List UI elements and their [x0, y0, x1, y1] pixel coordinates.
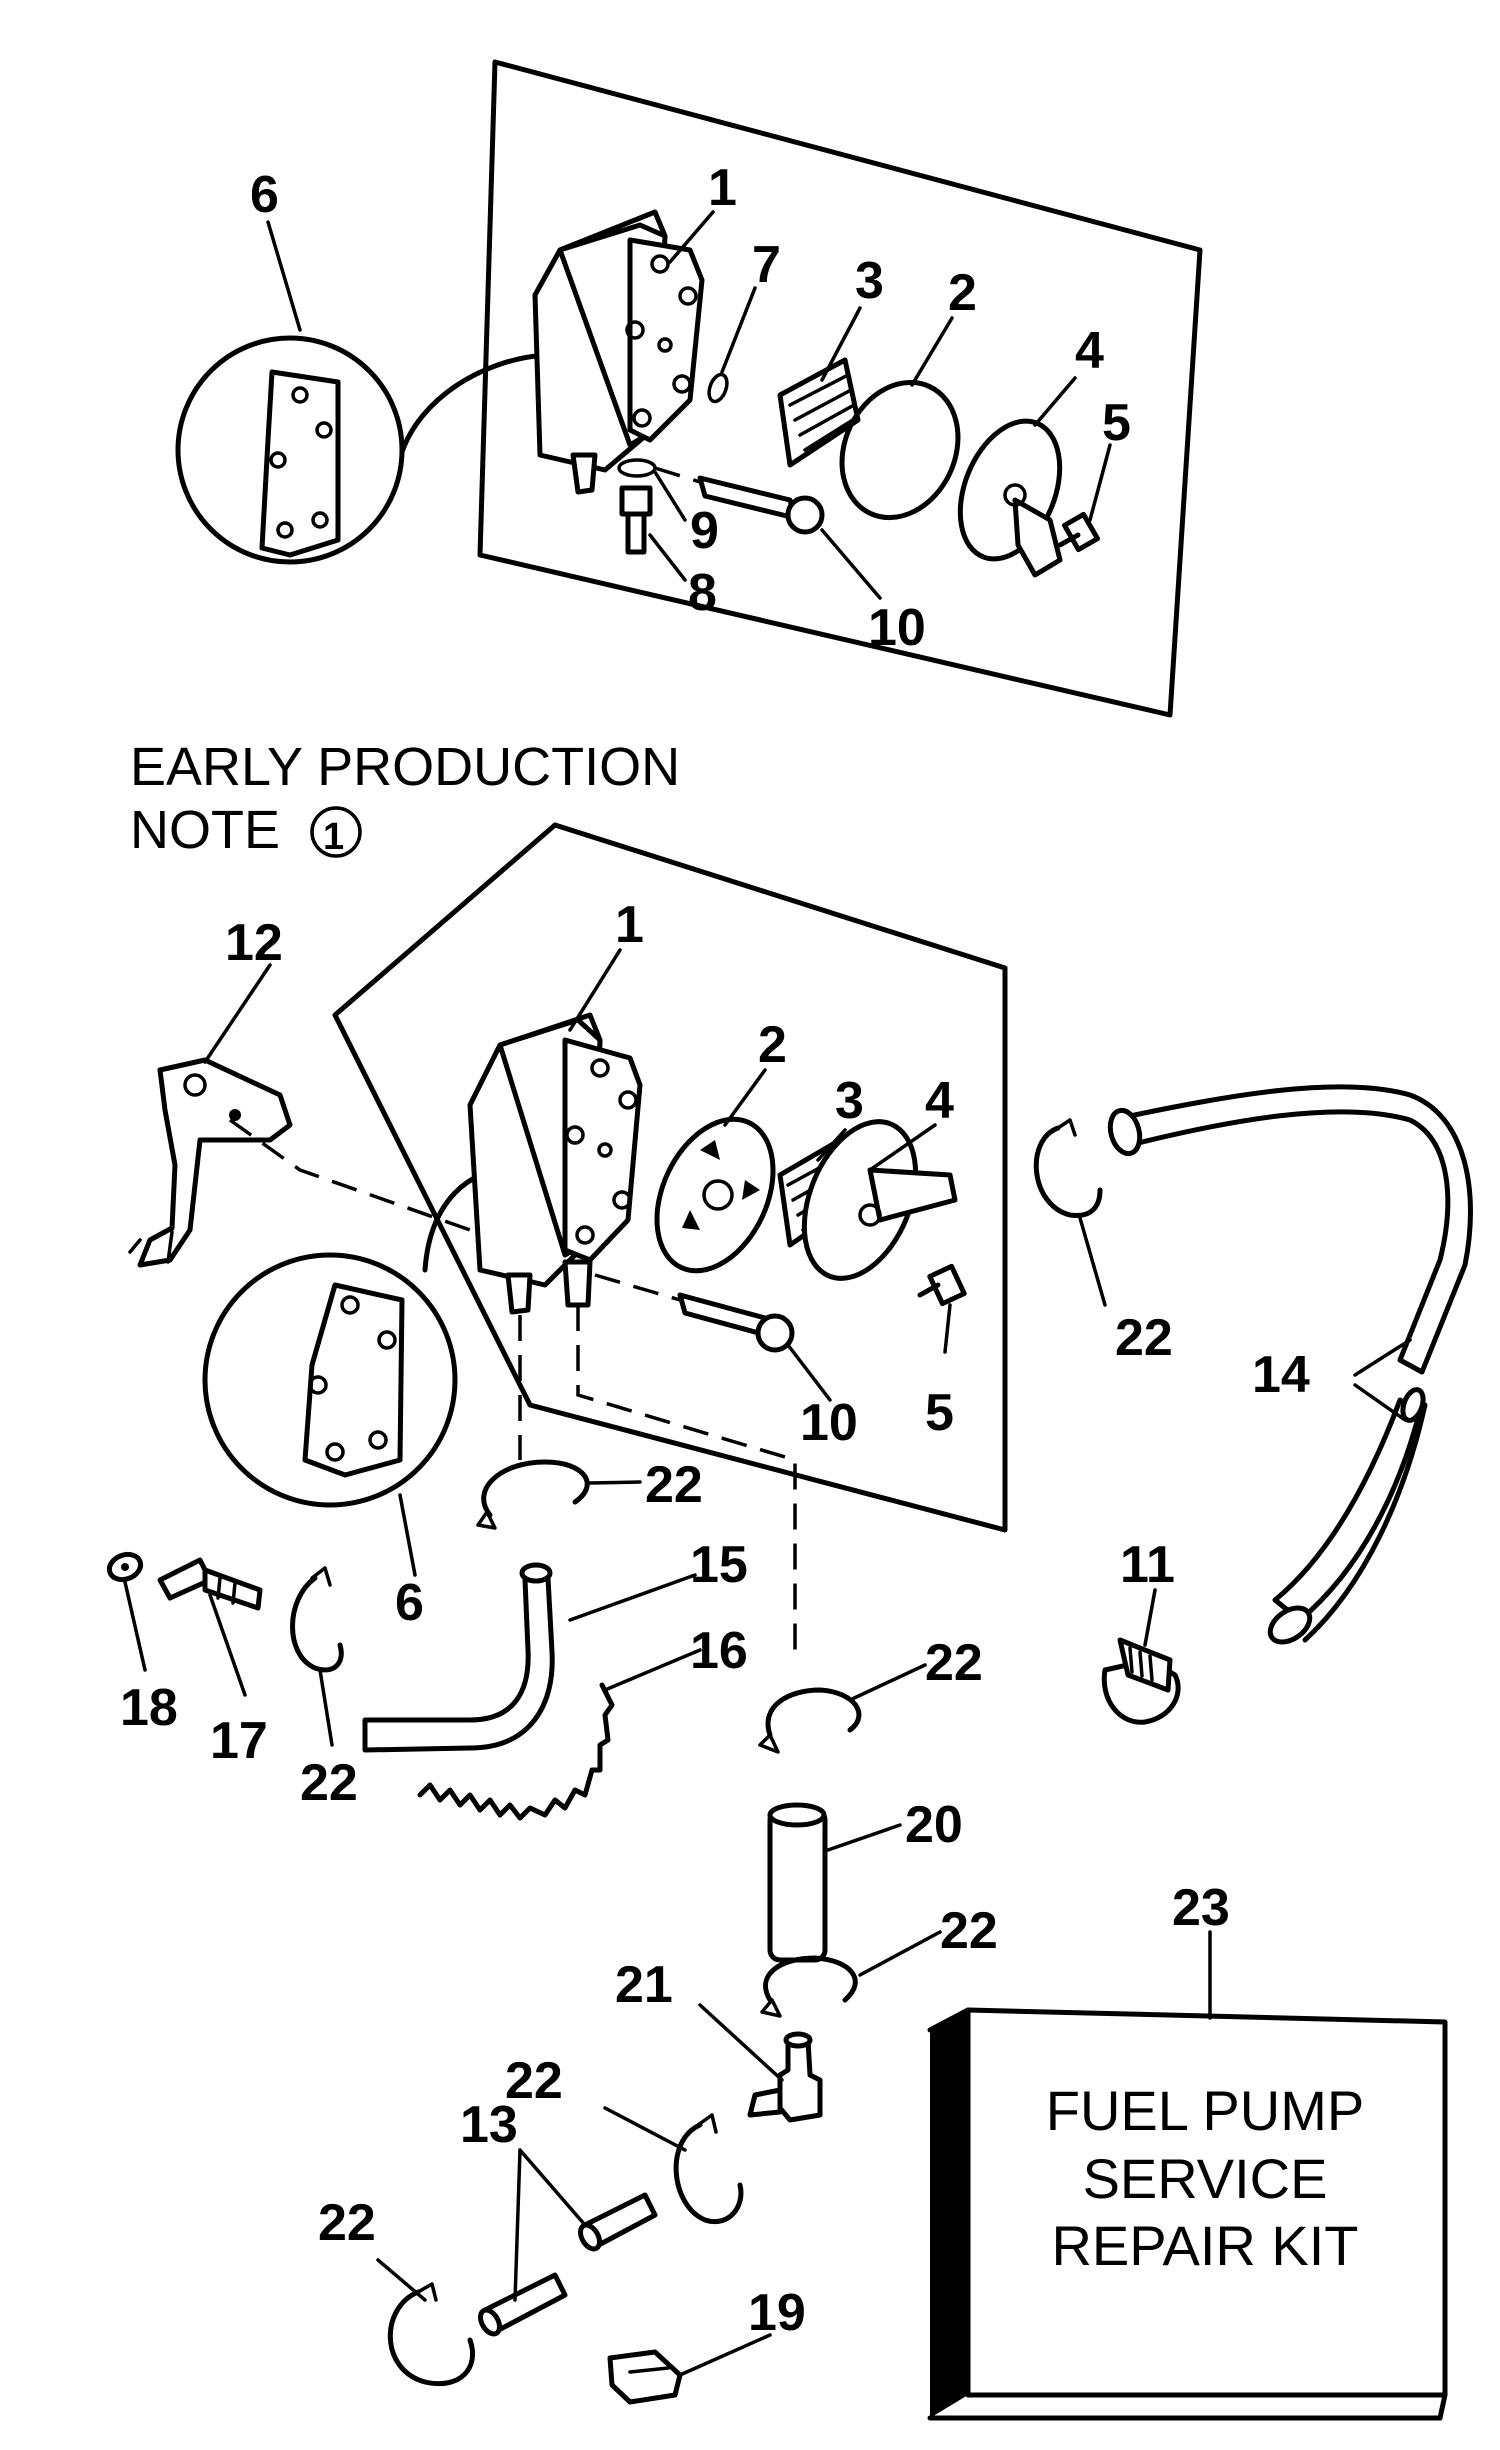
top-label-10: 10	[868, 599, 926, 657]
bottom-label-22-left: 22	[300, 1754, 358, 1812]
top-label-2: 2	[948, 264, 977, 322]
note-line-1: EARLY PRODUCTION	[130, 737, 680, 797]
hoses-13	[478, 2192, 658, 2337]
label-19: 19	[748, 2284, 806, 2342]
kit-line-1: FUEL PUMP	[1046, 2079, 1364, 2142]
label-12: 12	[225, 914, 283, 972]
clip-22-under-tube	[763, 1955, 858, 2003]
elbow-hose-15	[362, 1562, 555, 1753]
label-21: 21	[615, 1956, 673, 2014]
top-fitting-8	[619, 485, 653, 555]
clip-22-left	[290, 1575, 344, 1673]
bracket-12	[128, 1057, 293, 1268]
spring-16	[417, 1682, 615, 1821]
top-washer-9	[617, 458, 657, 478]
label-17: 17	[210, 1712, 268, 1770]
label-16: 16	[690, 1622, 748, 1680]
top-gasket-inset-circle	[175, 335, 405, 565]
kit-line-3: REPAIR KIT	[1051, 2214, 1358, 2277]
clip-19	[607, 2349, 683, 2405]
bottom-label-22-right: 22	[1115, 1309, 1173, 1367]
bottom-label-3: 3	[835, 1072, 864, 1130]
bottom-label-22-lower-right: 22	[505, 2052, 563, 2110]
bottom-plate-2	[654, 1116, 776, 1274]
bottom-screw-5	[917, 1263, 967, 1307]
label-18: 18	[120, 1679, 178, 1737]
bottom-gasket	[302, 1282, 405, 1478]
bottom-label-6: 6	[395, 1574, 424, 1632]
bottom-label-22-bottom-left: 22	[318, 2194, 376, 2252]
bottom-label-5: 5	[925, 1384, 954, 1442]
clip-22-lower-right	[673, 2122, 744, 2225]
hose-clamp-11	[1101, 1637, 1181, 1725]
label-15: 15	[690, 1536, 748, 1594]
bottom-fuel-pump-body	[467, 1012, 643, 1315]
early-production-note: EARLY PRODUCTION NOTE 1	[130, 737, 680, 860]
label-23: 23	[1172, 1879, 1230, 1937]
bottom-label-10: 10	[800, 1394, 858, 1452]
label-14: 14	[1252, 1346, 1310, 1404]
label-11: 11	[1120, 1536, 1175, 1594]
top-label-6: 6	[250, 166, 279, 224]
top-label-5: 5	[1102, 394, 1131, 452]
bottom-label-22-mid-right: 22	[925, 1634, 983, 1692]
top-screen-3	[777, 357, 861, 468]
elbow-fitting-21	[747, 2031, 823, 2123]
label-13: 13	[460, 2096, 518, 2154]
fuel-hose-14	[1107, 1084, 1473, 1645]
top-screw-5	[1057, 511, 1101, 553]
top-label-7: 7	[752, 236, 781, 294]
top-o-ring-2	[839, 379, 961, 521]
bottom-backing-panel	[332, 822, 1008, 1533]
bottom-assembly: FUEL PUMP SERVICE REPAIR KIT 12 1 2	[106, 822, 1473, 2421]
clip-22-bottom-left	[387, 2289, 476, 2387]
top-label-4: 4	[1075, 322, 1104, 380]
bottom-label-4: 4	[925, 1072, 954, 1130]
kit-line-2: SERVICE	[1083, 2147, 1328, 2210]
bottom-label-2: 2	[758, 1016, 787, 1074]
clip-22-mid-right	[765, 1687, 862, 1738]
bottom-bolt-10	[594, 1273, 795, 1353]
bottom-label-1: 1	[615, 896, 644, 954]
bottom-label-22-center: 22	[645, 1456, 703, 1514]
top-fuel-pump-body	[532, 209, 705, 495]
clip-22-center	[481, 1459, 590, 1518]
clip-22-right	[1033, 1125, 1103, 1219]
top-backing-panel	[477, 59, 1203, 718]
top-label-3: 3	[855, 252, 884, 310]
tube-20	[767, 1802, 828, 1963]
fitting-17	[157, 1557, 263, 1611]
repair-kit-box-23: FUEL PUMP SERVICE REPAIR KIT	[927, 2007, 1448, 2421]
label-20: 20	[905, 1796, 963, 1854]
top-label-8: 8	[688, 564, 717, 622]
note-line-2: NOTE	[130, 800, 280, 860]
bottom-label-22-under-tube: 22	[940, 1902, 998, 1960]
bottom-gasket-inset-circle	[202, 1252, 458, 1508]
top-assembly: 6 1 7 3 2 4 5 9 8 10	[175, 59, 1203, 718]
top-o-ring-7	[707, 372, 729, 404]
bottom-cover-4	[801, 1119, 958, 1281]
top-bolt-10	[654, 466, 825, 535]
top-cover-4	[957, 418, 1063, 578]
top-label-9: 9	[690, 502, 719, 560]
washer-18	[106, 1551, 144, 1583]
note-circled-number: 1	[323, 816, 344, 858]
top-gasket	[259, 369, 341, 558]
top-label-1: 1	[708, 159, 737, 217]
